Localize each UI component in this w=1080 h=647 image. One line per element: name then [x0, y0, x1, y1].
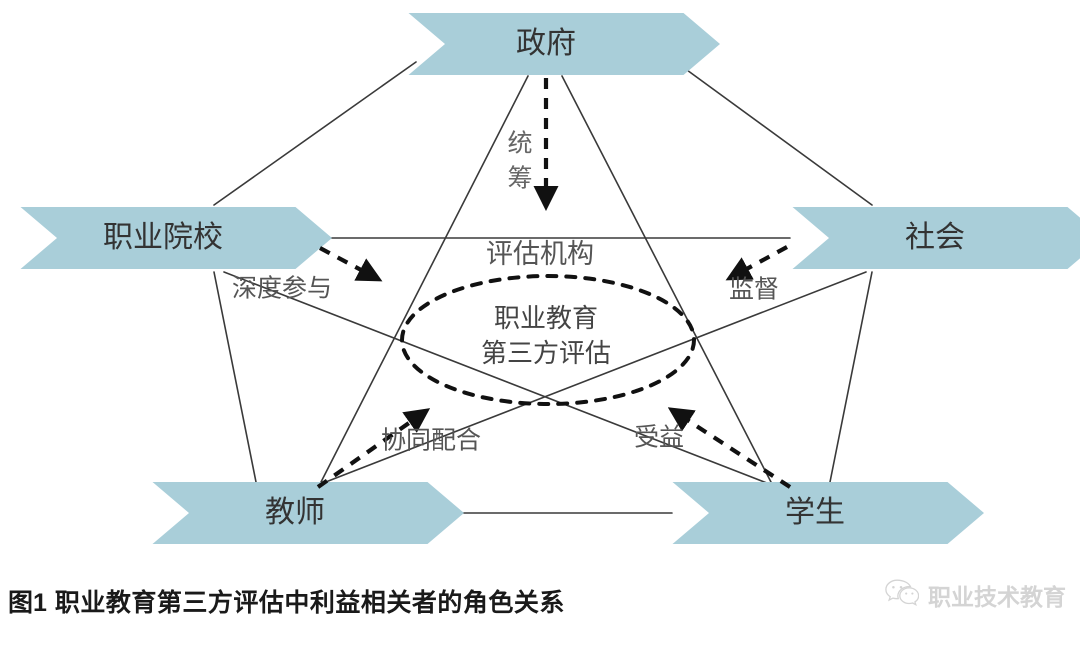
figure-caption-index: 图1: [8, 589, 47, 617]
edge-colleges-teachers: [213, 271, 257, 483]
node-label-vocational-colleges: 职业院校: [103, 221, 223, 254]
relation-arrow-benefit: [667, 407, 792, 489]
relation-arrows: [316, 78, 792, 489]
edge-government-colleges: [213, 61, 417, 206]
relation-arrow-collaboration: [316, 408, 431, 489]
evaluation-agency-label: 评估机构: [486, 239, 594, 269]
node-label-teachers: 教师: [265, 496, 325, 529]
stakeholder-role-diagram: 政府 职业院校 社会 教师 学生 评估机构 职业教育 第三方评估: [20, 13, 1080, 544]
node-shape-students[interactable]: [672, 482, 985, 544]
node-shape-society[interactable]: [792, 207, 1080, 269]
node-label-students: 学生: [785, 496, 845, 529]
edge-government-teachers: [319, 75, 529, 485]
center-labels: 评估机构 职业教育 第三方评估: [481, 239, 611, 368]
relation-label-coordination-char-2: 筹: [507, 165, 532, 193]
relation-label-coordination-char-1: 统: [507, 130, 532, 158]
ellipse-label-line-1: 职业教育: [494, 303, 598, 333]
relation-arrow-deep-involvement: [319, 246, 383, 282]
edge-government-society: [675, 61, 873, 206]
relation-labels: 统 筹 深度参与 监督 协同配合 受益: [232, 130, 779, 455]
figure-caption: 图1 职业教育第三方评估中利益相关者的角色关系: [0, 566, 1080, 636]
node-shape-government[interactable]: [408, 13, 721, 75]
ellipse-label-line-2: 第三方评估: [481, 338, 611, 368]
watermark-label: 职业技术教育: [928, 584, 1066, 610]
node-labels: 政府 职业院校 社会 教师 学生: [103, 27, 965, 529]
watermark: 职业技术教育: [885, 578, 1066, 612]
relation-label-benefit: 受益: [634, 424, 684, 452]
wechat-icon: [885, 579, 920, 612]
figure-caption-title: 职业教育第三方评估中利益相关者的角色关系: [54, 589, 565, 617]
node-shape-vocational-colleges[interactable]: [20, 207, 333, 269]
node-label-government: 政府: [516, 27, 576, 60]
edge-society-students: [829, 271, 873, 483]
relation-label-collaboration: 协同配合: [381, 427, 481, 455]
node-shape-teachers[interactable]: [152, 482, 465, 544]
edge-government-students: [561, 75, 773, 485]
relation-arrow-supervision: [725, 245, 789, 281]
node-label-society: 社会: [905, 221, 965, 254]
relation-label-deep-involvement: 深度参与: [232, 275, 332, 303]
edge-society-teachers: [299, 271, 867, 493]
relation-label-supervision: 监督: [729, 276, 779, 304]
edge-colleges-students: [223, 271, 791, 493]
third-party-evaluation-ellipse: [400, 274, 696, 406]
node-shapes: [20, 13, 1080, 544]
solid-connector-lines: [213, 61, 873, 514]
